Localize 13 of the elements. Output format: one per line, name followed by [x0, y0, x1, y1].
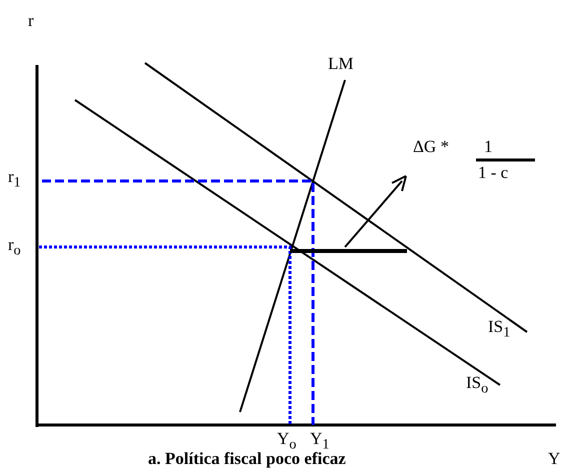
axis-tick-label: r$_{1}$ — [8, 168, 21, 190]
formula-denominator: 1 - c — [478, 164, 508, 181]
axis-label: Y — [548, 450, 560, 467]
formula-text: ΔG * — [413, 138, 449, 155]
caption: a. Política fiscal poco eficaz — [148, 450, 346, 467]
axis-tick-label: r$_{o}$ — [8, 236, 21, 258]
formula-numerator: 1 — [484, 138, 492, 155]
curve-label: LM — [328, 55, 354, 72]
axis-tick-label: Y$_{1}$ — [310, 430, 330, 452]
curve-label: IS$_{1}$ — [488, 318, 510, 340]
curve-label: IS$_{o}$ — [466, 374, 488, 396]
axis-label: r — [28, 12, 34, 29]
axis-tick-label: Y$_{o}$ — [277, 430, 296, 452]
